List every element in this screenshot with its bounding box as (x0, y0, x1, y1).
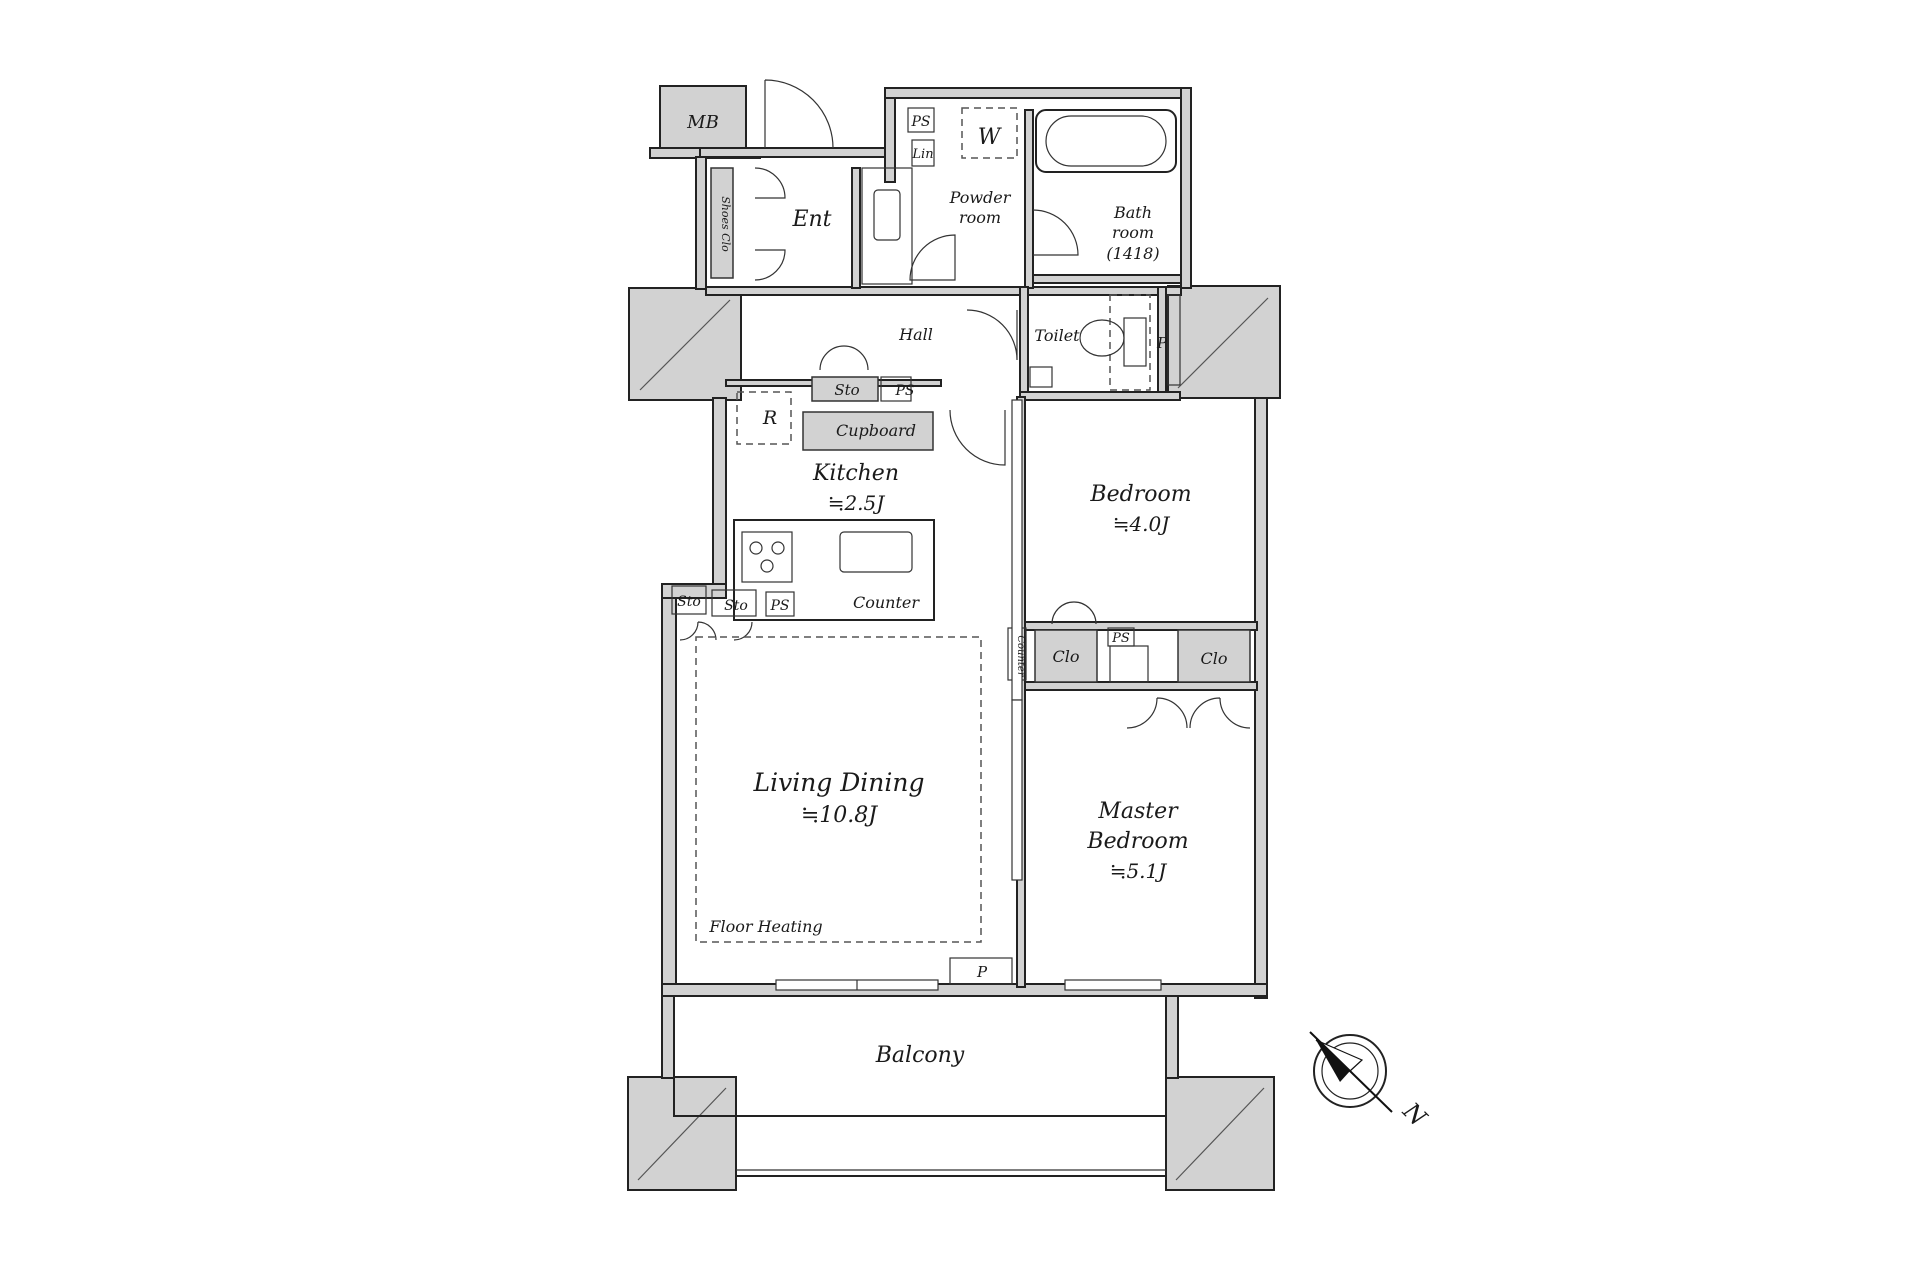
linen-label: Lin (911, 147, 933, 162)
kitchen-size: ≒2.5J (828, 491, 886, 515)
ps-top-label: PS (910, 114, 930, 130)
storage-2-label: Sto (724, 598, 748, 614)
balcony-structure (673, 995, 1167, 1177)
ps-kitchen-label: PS (769, 598, 789, 614)
bathroom-label-1: Bath (1113, 203, 1152, 222)
compass-n-label: N (1397, 1096, 1433, 1132)
room-labels: MB Ent Shoes Clo PS Lin W Powder room Ba… (677, 112, 1433, 1132)
master-bedroom-label-1: Master (1097, 799, 1179, 824)
north-compass-icon (1309, 1031, 1393, 1113)
powder-room-label-2: room (959, 208, 1001, 227)
windows (775, 399, 1162, 991)
washer-label: W (978, 125, 1003, 150)
fixtures (671, 107, 1251, 985)
bathroom-label-2: room (1112, 223, 1154, 242)
master-bedroom-size: ≒5.1J (1110, 859, 1168, 883)
living-dining-size: ≒10.8J (801, 803, 878, 828)
refrigerator-label: R (762, 407, 777, 429)
closet-1-label: Clo (1053, 647, 1080, 666)
ps-hall-label: PS (894, 383, 914, 399)
cupboard-label: Cupboard (836, 421, 916, 440)
storage-1-label: Sto (677, 594, 701, 610)
structural-columns (627, 285, 1281, 1191)
master-bedroom-label-2: Bedroom (1086, 829, 1188, 854)
bathroom-label-3: (1418) (1106, 244, 1159, 263)
shoes-closet-label: Shoes Clo (719, 196, 732, 252)
floor-heating-label: Floor Heating (708, 917, 822, 936)
bedroom-size: ≒4.0J (1113, 512, 1171, 536)
toilet-p-label: P (1156, 334, 1168, 352)
toilet-label: Toilet (1034, 326, 1080, 345)
ps-bedroom-label: PS (1111, 631, 1130, 646)
powder-room-label-1: Powder (949, 188, 1012, 207)
interior-walls (705, 109, 1258, 988)
closet-2-label: Clo (1201, 649, 1228, 668)
hall-label: Hall (898, 325, 933, 344)
kitchen-label: Kitchen (812, 461, 899, 486)
counter-vertical-label: Counter (1015, 635, 1026, 677)
living-dining-label: Living Dining (752, 768, 924, 797)
entrance-label: Ent (791, 207, 831, 232)
counter-label: Counter (853, 593, 920, 612)
p-living-label: P (976, 963, 988, 981)
balcony-label: Balcony (875, 1043, 965, 1068)
doors (679, 79, 1251, 729)
bedroom-label: Bedroom (1089, 482, 1191, 507)
storage-hall-label: Sto (834, 381, 859, 399)
mb-label: MB (686, 112, 719, 133)
